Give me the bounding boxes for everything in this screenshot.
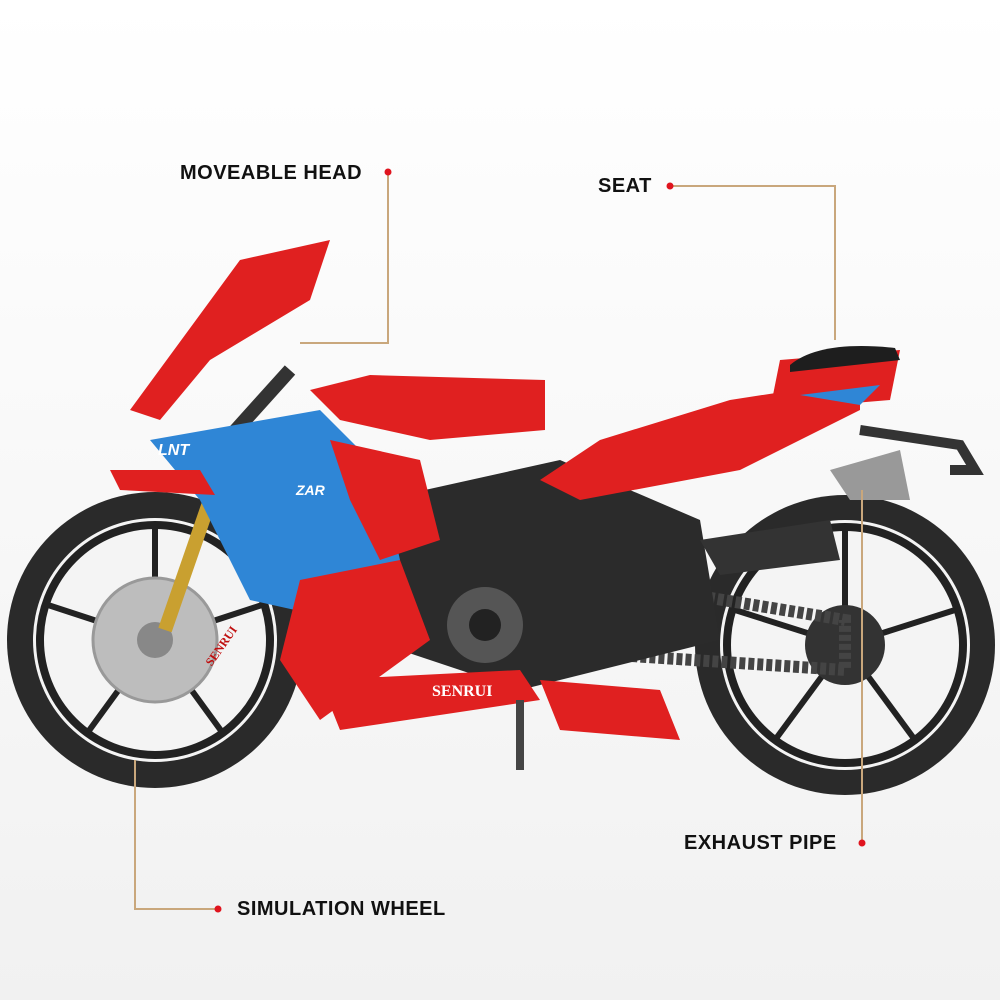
front-wheel <box>7 492 303 788</box>
callout-dot <box>666 182 674 190</box>
fairing-model-decal: ZAR <box>295 482 326 498</box>
callout-dot <box>214 905 222 913</box>
callout-exhaust-pipe: EXHAUST PIPE <box>684 832 837 854</box>
callout-moveable-head: MOVEABLE HEAD <box>180 162 363 184</box>
seat <box>790 346 900 372</box>
leader-lines <box>134 172 863 910</box>
brand-decal-tank: SENRUI <box>432 683 492 700</box>
callout-dot <box>858 839 866 847</box>
callout-simulation-wheel: SIMULATION WHEEL <box>237 898 446 920</box>
callout-seat: SEAT <box>598 175 652 197</box>
callout-dot <box>384 168 392 176</box>
fairing-logo-decal: LNT <box>158 442 190 459</box>
